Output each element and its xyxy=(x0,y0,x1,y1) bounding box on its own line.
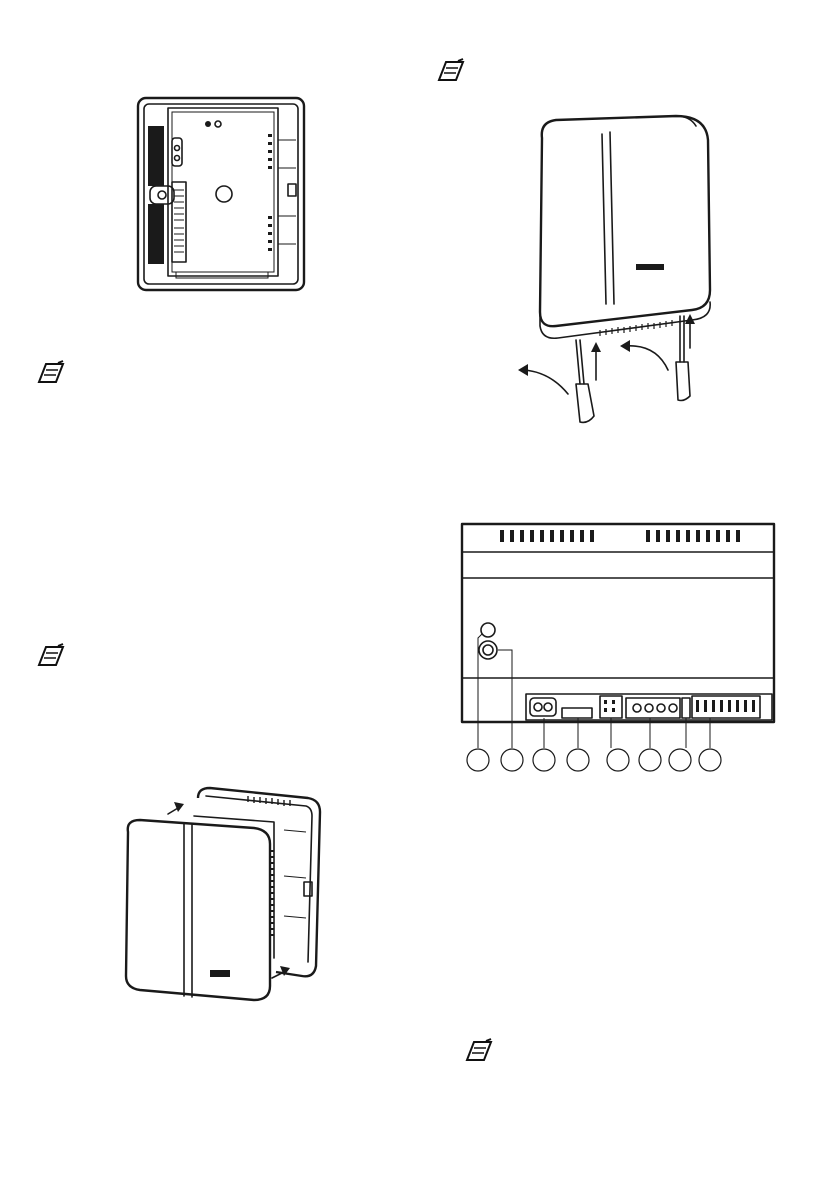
callout-1 xyxy=(467,749,489,771)
callout-6 xyxy=(639,749,661,771)
terminal-panel-figure xyxy=(460,522,776,774)
note-icon xyxy=(36,360,66,386)
callout-7 xyxy=(669,749,691,771)
callout-5 xyxy=(607,749,629,771)
note-icon xyxy=(36,643,66,669)
cover-fitting-figure xyxy=(122,786,328,1010)
note-icon xyxy=(464,1038,494,1064)
callout-8 xyxy=(699,749,721,771)
note-icon xyxy=(436,58,466,84)
callout-4 xyxy=(567,749,589,771)
callout-2 xyxy=(501,749,523,771)
cover-removal-figure xyxy=(480,112,716,430)
callout-3 xyxy=(533,749,555,771)
open-housing-figure xyxy=(136,96,306,292)
